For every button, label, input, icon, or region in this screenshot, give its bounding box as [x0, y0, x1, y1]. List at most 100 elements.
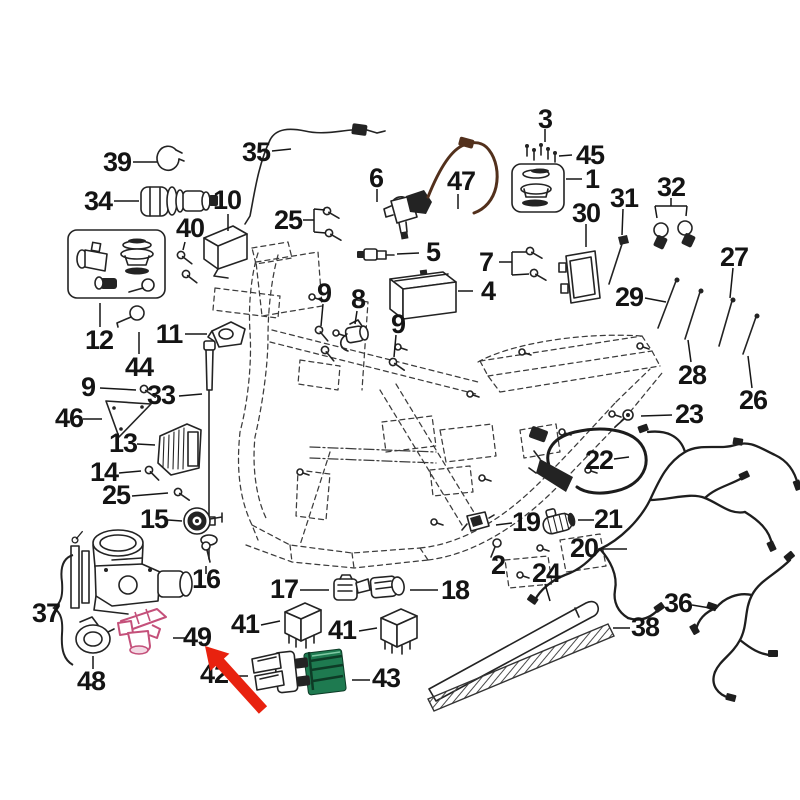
- callout-38: 38: [631, 612, 660, 642]
- part-24-tube: [428, 600, 600, 702]
- callout-32: 32: [657, 172, 685, 202]
- part-41-relay-left: [284, 602, 322, 649]
- callout-48: 48: [77, 666, 106, 696]
- part-35-cable: [244, 123, 386, 225]
- callout-12: 12: [85, 325, 113, 355]
- callout-9-center: 9: [391, 309, 406, 339]
- callout-39: 39: [103, 147, 132, 177]
- part-5-spark-plug: [357, 248, 395, 261]
- part-17-switch: [333, 574, 371, 601]
- part-46-bracket-plate: [105, 400, 152, 438]
- motorcycle-frame-outline: [212, 241, 663, 589]
- callout-41-left: 41: [231, 609, 260, 639]
- part-20-wire-harness: [527, 423, 800, 621]
- callout-31: 31: [610, 183, 639, 213]
- part-3-screw-set: [525, 143, 557, 163]
- callout-27: 27: [720, 242, 748, 272]
- part-41-relay-right: [380, 608, 418, 655]
- part-10-module: [203, 225, 248, 279]
- part-15-pulley: [183, 507, 223, 535]
- part-28-rod: [684, 288, 704, 340]
- part-12-sensor-kit-box: [67, 229, 166, 299]
- callout-47: 47: [447, 166, 475, 196]
- callout-34: 34: [84, 186, 113, 216]
- callout-23: 23: [675, 399, 704, 429]
- part-42-fuse: [251, 650, 299, 694]
- callout-25-mid: 25: [102, 480, 131, 510]
- callout-3: 3: [538, 104, 553, 134]
- part-37-throttle-body: [70, 528, 193, 615]
- part-34-camshaft: [140, 186, 218, 217]
- callout-19: 19: [512, 507, 541, 537]
- part-11-sensor: [207, 321, 246, 348]
- callout-21: 21: [594, 504, 623, 534]
- callout-10: 10: [213, 185, 241, 215]
- part-22-spark-plug-cable: [528, 426, 648, 495]
- part-43-fuse-green: [294, 648, 347, 696]
- callout-8: 8: [351, 284, 366, 314]
- callout-37: 37: [32, 598, 60, 628]
- part-14-screw: [142, 464, 164, 481]
- callout-40: 40: [176, 213, 204, 243]
- part-27-rod: [718, 297, 736, 347]
- part-36-wire-harness: [689, 550, 795, 702]
- part-29-rod: [657, 277, 680, 329]
- callout-35: 35: [242, 137, 271, 167]
- part-8-valve: [339, 319, 369, 352]
- part-21-ignition-coil: [542, 508, 576, 535]
- part-47-sensor-with-wire: [406, 136, 499, 215]
- part-40-screws: [175, 249, 201, 284]
- callout-13: 13: [109, 428, 138, 458]
- part-23-bolt: [614, 409, 634, 428]
- part-30-ecu: [558, 250, 601, 304]
- part-25-screw-mid: [172, 486, 193, 501]
- part-31-bolt: [608, 235, 629, 285]
- callout-5: 5: [426, 237, 441, 267]
- callout-41-right: 41: [328, 615, 357, 645]
- callout-4: 4: [481, 276, 496, 306]
- callout-36: 36: [664, 588, 693, 618]
- callout-7: 7: [479, 247, 493, 277]
- part-37-brace: [52, 554, 74, 666]
- callout-24: 24: [532, 558, 561, 588]
- callout-28: 28: [678, 360, 707, 390]
- part-4-battery-box: [389, 269, 457, 320]
- part-2-screw: [490, 538, 502, 558]
- part-44-key: [116, 305, 145, 328]
- callout-43: 43: [372, 663, 401, 693]
- callout-9-center-left: 9: [317, 278, 332, 308]
- callout-18: 18: [441, 575, 470, 605]
- callout-46: 46: [55, 403, 84, 433]
- part-1-lock-set-box: [511, 163, 565, 213]
- callout-1: 1: [585, 164, 600, 194]
- callout-9-left: 9: [81, 372, 96, 402]
- callout-11: 11: [156, 319, 184, 349]
- part-18-switch: [369, 575, 405, 599]
- callout-labels: 39 34 10 40 35 25 6 47 3 4 5 1 30 31 32 2…: [32, 104, 769, 696]
- part-25-screws-top: [321, 206, 344, 241]
- callout-25-top: 25: [274, 205, 303, 235]
- callout-26: 26: [739, 385, 768, 415]
- callout-6: 6: [369, 163, 384, 193]
- callout-14: 14: [90, 457, 119, 487]
- part-32-bulbs: [653, 220, 696, 250]
- callout-2: 2: [491, 550, 505, 580]
- part-48-intake-flange: [75, 616, 115, 654]
- callout-17: 17: [270, 574, 298, 604]
- callout-29: 29: [615, 282, 644, 312]
- callout-22: 22: [585, 445, 613, 475]
- callout-44: 44: [125, 352, 154, 382]
- part-49-highlighted-bracket: [117, 608, 167, 655]
- callout-30: 30: [572, 198, 600, 228]
- callout-33: 33: [147, 380, 176, 410]
- part-7-screws: [524, 246, 549, 281]
- part-26-rod: [742, 313, 760, 355]
- part-13-rectifier: [157, 423, 202, 476]
- part-16-bolt: [201, 541, 211, 563]
- part-39-clamp-clip: [156, 145, 185, 172]
- part-38-hatched-rod: [427, 623, 615, 712]
- red-pointer-arrow: [205, 646, 268, 714]
- callout-16: 16: [192, 564, 221, 594]
